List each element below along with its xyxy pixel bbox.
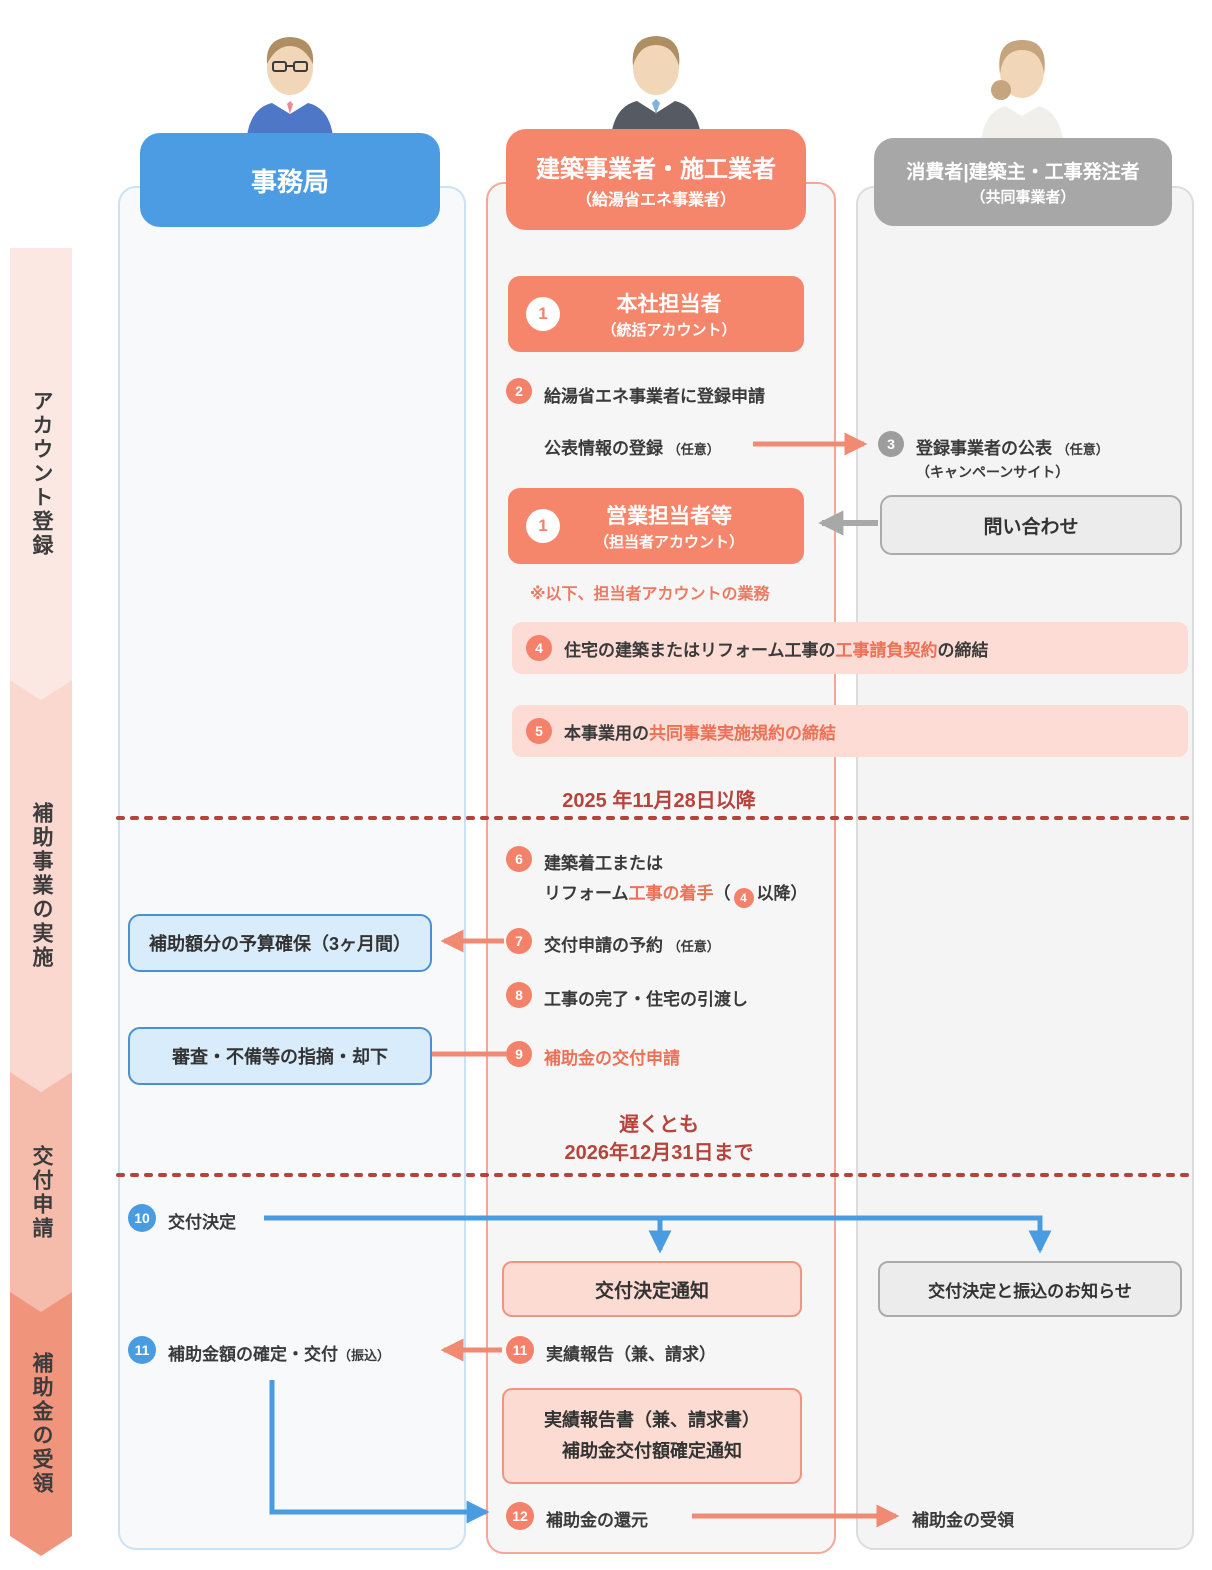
step3-note: （任意） <box>1056 442 1109 457</box>
head-office-account-box: 1 本社担当者 （統括アカウント） <box>508 276 804 352</box>
step3-number: 3 <box>878 431 904 457</box>
consumer-title: 消費者|建築主・工事発注者 <box>906 162 1140 183</box>
phase-label: アカウント登録 <box>30 390 53 558</box>
account-scope-note: ※以下、担当者アカウントの業務 <box>530 586 770 603</box>
builder-avatar <box>611 36 701 136</box>
phase-label: 補助事業の実施 <box>30 802 53 970</box>
step6-number: 6 <box>506 846 532 872</box>
head-office-subtitle: （統括アカウント） <box>601 322 737 339</box>
step2-number: 2 <box>506 378 532 404</box>
jimukyoku-title: 事務局 <box>250 166 329 197</box>
budget-reserve-label: 補助額分の予算確保（3ヶ月間） <box>148 934 411 954</box>
publish-info-note: （任意） <box>667 442 720 457</box>
phase-account-registration: アカウント登録 <box>10 248 72 700</box>
arrow-step10-to-transfer-box <box>264 1215 1052 1254</box>
decision-notice-label: 交付決定通知 <box>594 1280 709 1302</box>
publish-info-text: 公表情報の登録 <box>544 439 663 458</box>
inquiry-box: 問い合わせ <box>880 495 1182 555</box>
step8-label: 工事の完了・住宅の引渡し <box>544 990 748 1009</box>
decision-transfer-label: 交付決定と振込のお知らせ <box>928 1281 1132 1301</box>
step6-l2b: 工事の着手 <box>628 884 714 903</box>
step6-l2a: リフォーム <box>544 884 629 903</box>
step4-label: 住宅の建築またはリフォーム工事の工事請負契約の締結 <box>564 636 989 661</box>
deadline-date-2-line1: 遅くとも <box>619 1114 699 1136</box>
step4-contract-box: 4 住宅の建築またはリフォーム工事の工事請負契約の締結 <box>512 622 1188 674</box>
step4-pre: 住宅の建築またはリフォーム工事の <box>564 640 836 660</box>
step12-number: 12 <box>506 1502 534 1530</box>
step10-number: 10 <box>128 1204 156 1232</box>
step4-number: 4 <box>526 635 552 661</box>
deadline-date-2-line2: 2026年12月31日まで <box>564 1142 754 1164</box>
decision-notice-box: 交付決定通知 <box>502 1261 802 1317</box>
jimukyoku-header: 事務局 <box>140 133 440 227</box>
phase-subsidy-implementation: 補助事業の実施 <box>10 680 72 1092</box>
step6-line1: 建築着工または <box>544 854 663 873</box>
review-label: 審査・不備等の指摘・却下 <box>172 1047 388 1067</box>
step5-agreement-box: 5 本事業用の共同事業実施規約の締結 <box>512 705 1188 757</box>
consumer-panel <box>856 186 1194 1550</box>
consumer-avatar <box>981 40 1063 140</box>
step6-inline-step4-ref: 4 <box>733 888 754 908</box>
review-box: 審査・不備等の指摘・却下 <box>128 1027 432 1085</box>
budget-reserve-box: 補助額分の予算確保（3ヶ月間） <box>128 914 432 972</box>
receive-subsidy-label: 補助金の受領 <box>912 1511 1014 1530</box>
consumer-subtitle: （共同事業者） <box>970 189 1076 206</box>
deadline-date-1: 2025 年11月28日以降 <box>562 790 756 812</box>
step7-label: 交付申請の予約 （任意） <box>544 931 720 956</box>
step11-left-text: 補助金額の確定・交付 <box>168 1345 338 1364</box>
consumer-header: 消費者|建築主・工事発注者 （共同事業者） <box>874 138 1172 226</box>
step3-subtitle: （キャンペーンサイト） <box>916 464 1070 480</box>
builder-subtitle: （給湯省エネ事業者） <box>575 192 736 209</box>
step11-left-label: 補助金額の確定・交付（振込） <box>168 1340 390 1365</box>
step11-center-label: 実績報告（兼、請求） <box>546 1345 716 1364</box>
step4-highlight: 工事請負契約 <box>835 640 938 660</box>
sales-account-box: 1 営業担当者等 （担当者アカウント） <box>508 488 804 564</box>
phase-grant-application: 交付申請 <box>10 1072 72 1314</box>
step9-label: 補助金の交付申請 <box>544 1049 680 1068</box>
inquiry-label: 問い合わせ <box>983 516 1079 538</box>
builder-panel <box>486 182 836 1554</box>
step1-sales-number: 1 <box>526 509 560 543</box>
step6-l2c: （ <box>713 884 731 903</box>
step9-number: 9 <box>506 1041 532 1067</box>
step8-number: 8 <box>506 982 532 1008</box>
phase-subsidy-receipt: 補助金の受領 <box>10 1292 72 1556</box>
step11-left-number: 11 <box>128 1336 156 1364</box>
report-box: 実績報告書（兼、請求書） 補助金交付額確定通知 <box>502 1388 802 1484</box>
step10-label: 交付決定 <box>168 1213 236 1232</box>
step4-post: の締結 <box>937 640 989 660</box>
phase-label: 交付申請 <box>30 1145 53 1241</box>
phase-label: 補助金の受領 <box>30 1352 53 1496</box>
builder-header: 建築事業者・施工業者 （給湯省エネ事業者） <box>506 129 806 230</box>
step3-text: 登録事業者の公表 <box>916 439 1052 458</box>
report-box-line2: 補助金交付額確定通知 <box>562 1441 742 1461</box>
step11-left-note: （振込） <box>338 1348 391 1363</box>
decision-transfer-box: 交付決定と振込のお知らせ <box>878 1261 1182 1317</box>
sales-account-subtitle: （担当者アカウント） <box>593 534 744 551</box>
step1-head-office-number: 1 <box>526 297 560 331</box>
step5-label: 本事業用の共同事業実施規約の締結 <box>564 719 836 744</box>
head-office-title: 本社担当者 <box>616 293 722 316</box>
step12-label: 補助金の還元 <box>546 1511 648 1530</box>
step3-label: 登録事業者の公表 （任意） <box>916 434 1109 459</box>
report-box-line1: 実績報告書（兼、請求書） <box>544 1410 760 1431</box>
step5-number: 5 <box>526 718 552 744</box>
step7-note: （任意） <box>667 939 720 954</box>
builder-title: 建築事業者・施工業者 <box>536 156 776 183</box>
step5-highlight: 共同事業実施規約の締結 <box>649 723 836 743</box>
arrow-payment-to-step12 <box>269 1380 490 1524</box>
step11-center-number: 11 <box>506 1336 534 1364</box>
step5-pre: 本事業用の <box>564 723 649 743</box>
step7-text: 交付申請の予約 <box>544 936 663 955</box>
publish-info-label: 公表情報の登録 （任意） <box>544 434 720 459</box>
sales-account-title: 営業担当者等 <box>605 505 732 528</box>
step2-label: 給湯省エネ事業者に登録申請 <box>544 387 765 406</box>
step6-l2d: 以降） <box>756 884 808 903</box>
jimukyoku-avatar <box>247 37 333 136</box>
step7-number: 7 <box>506 928 532 954</box>
